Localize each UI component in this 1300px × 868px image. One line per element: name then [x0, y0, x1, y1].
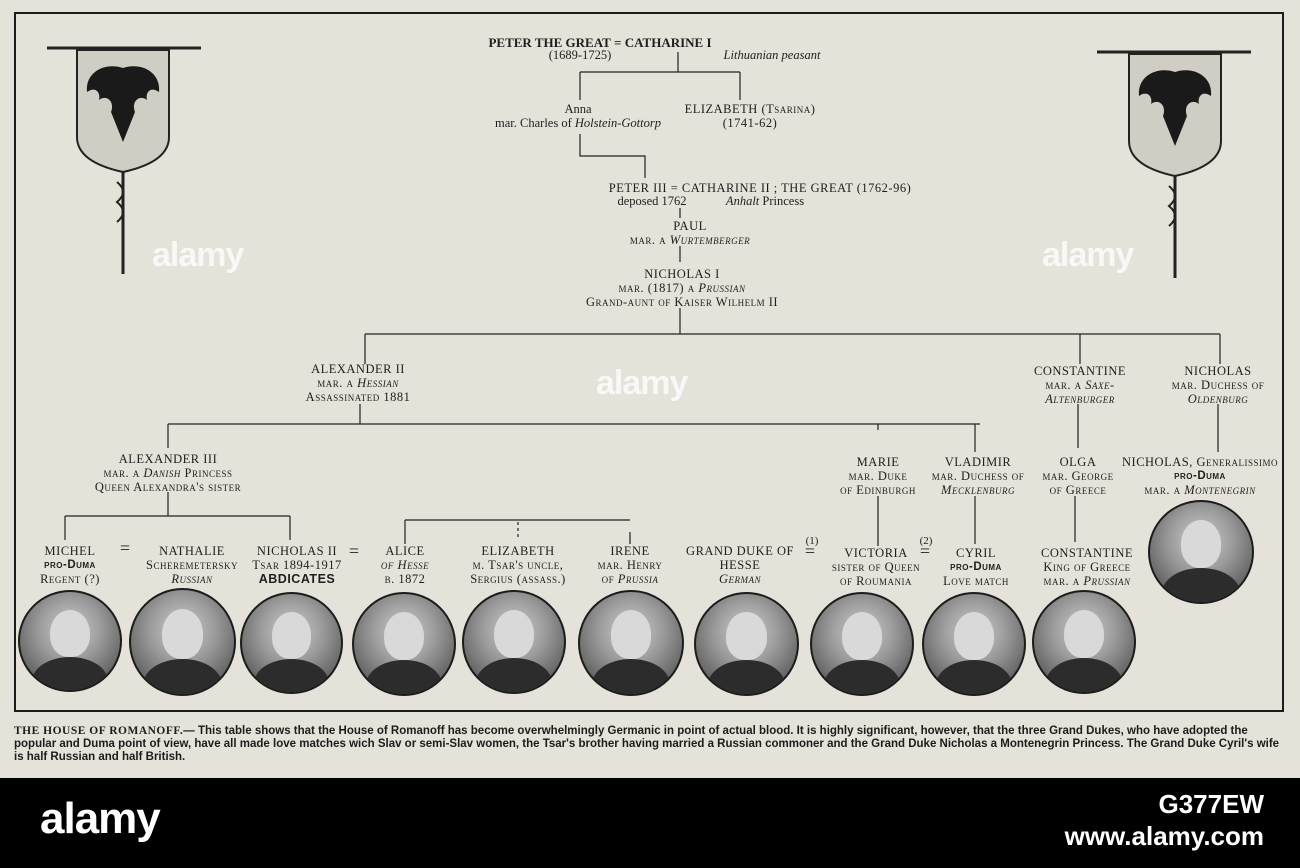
nathalie-node: NATHALIE Scheremetersky Russian	[146, 544, 238, 586]
victoria-node: VICTORIA sister of Queen of Roumania	[831, 546, 921, 588]
nicholas-gd-node: NICHOLAS mar. Duchess of Oldenburg	[1171, 364, 1265, 406]
caption: THE HOUSE OF ROMANOFF.— This table shows…	[14, 725, 1280, 763]
anna-node: Anna mar. Charles of Holstein-Gottorp	[495, 102, 661, 130]
cyril-node: CYRIL pro-Duma Love match	[943, 546, 1009, 588]
nicholas-gen-node: NICHOLAS, Generalissimo pro-Duma mar. a …	[1122, 455, 1278, 497]
constantine2-node: CONSTANTINE King of Greece mar. a Prussi…	[1041, 546, 1133, 588]
peter3-note: deposed 1762	[617, 194, 687, 208]
marriage-number-2: (2)	[919, 535, 933, 547]
peter-dates: (1689-1725)	[548, 48, 612, 62]
olga-node: OLGA mar. George of Greece	[1042, 455, 1114, 497]
marriage-symbol: =	[919, 541, 931, 561]
chart-paper: PETER THE GREAT = CATHARINE I (1689-1725…	[0, 0, 1300, 778]
footer-bar: alamy G377EW www.alamy.com	[0, 778, 1300, 868]
right-eagle-banner-icon	[1097, 50, 1251, 278]
watermark: alamy	[152, 236, 244, 274]
watermark: alamy	[1042, 236, 1134, 274]
constantine-node: CONSTANTINE mar. a Saxe- Altenburger	[1034, 364, 1126, 406]
catharine2-note: Anhalt Princess	[725, 194, 805, 208]
portrait-elizabeth	[462, 590, 566, 694]
site-url: www.alamy.com	[1064, 821, 1264, 851]
marriage-symbol: =	[348, 541, 360, 561]
paul-node: PAUL mar. a Wurtemberger	[629, 219, 751, 247]
portrait-nicholas-generalissimo	[1148, 500, 1254, 604]
portrait-cyril	[922, 592, 1026, 696]
vladimir-node: VLADIMIR mar. Duchess of Mecklenburg	[931, 455, 1025, 497]
watermark: alamy	[596, 364, 688, 402]
irene-node: IRENE mar. Henry of Prussia	[597, 544, 663, 586]
connector	[1077, 404, 1219, 452]
marriage-number-1: (1)	[805, 535, 819, 547]
tree-connectors	[64, 52, 1221, 546]
connector	[167, 404, 980, 452]
connector	[404, 519, 631, 544]
alice-node: ALICE of Hesse b. 1872	[380, 544, 430, 586]
portrait-nathalie	[129, 588, 236, 696]
left-eagle-banner-icon	[47, 46, 201, 274]
image-id: G377EW www.alamy.com	[1064, 789, 1264, 851]
portrait-alice	[352, 592, 456, 696]
connector	[364, 308, 1221, 364]
connector	[579, 52, 741, 100]
elizabeth2-node: ELIZABETH m. Tsar's uncle, Sergius (assa…	[470, 544, 566, 586]
michel-node: MICHEL pro-Duma Regent (?)	[40, 544, 100, 586]
connector	[579, 134, 646, 178]
nicholas1-node: NICHOLAS I mar. (1817) a Prussian Grand-…	[585, 267, 779, 309]
catharine-desc: Lithuanian peasant	[723, 48, 821, 62]
peter3-node: PETER III = CATHARINE II ; THE GREAT (17…	[608, 181, 912, 195]
marie-node: MARIE mar. Duke of Edinburgh	[840, 455, 916, 497]
alexander2-node: ALEXANDER II mar. a Hessian Assassinated…	[305, 362, 411, 404]
alexander3-node: ALEXANDER III mar. a Danish Princess Que…	[94, 452, 242, 494]
portrait-nicholas2	[240, 592, 343, 694]
elizabeth-node: ELIZABETH (Tsarina) (1741-62)	[684, 102, 816, 130]
alamy-logo: alamy	[40, 794, 161, 843]
nicholas2-node: NICHOLAS II Tsar 1894-1917 ABDICATES	[252, 544, 342, 586]
peter-the-great: PETER THE GREAT = CATHARINE I	[488, 35, 712, 50]
portrait-victoria	[810, 592, 914, 696]
gdhesse-node: GRAND DUKE OF HESSE German	[686, 544, 794, 586]
chart-frame	[14, 12, 1284, 712]
connector	[64, 492, 291, 540]
portrait-constantine	[1032, 590, 1136, 694]
portrait-irene	[578, 590, 684, 696]
marriage-symbol: =	[804, 541, 816, 561]
portrait-grand-duke-hesse	[694, 592, 799, 696]
marriage-symbol: =	[119, 538, 131, 558]
connector	[877, 496, 1076, 546]
portrait-michel	[18, 590, 122, 692]
